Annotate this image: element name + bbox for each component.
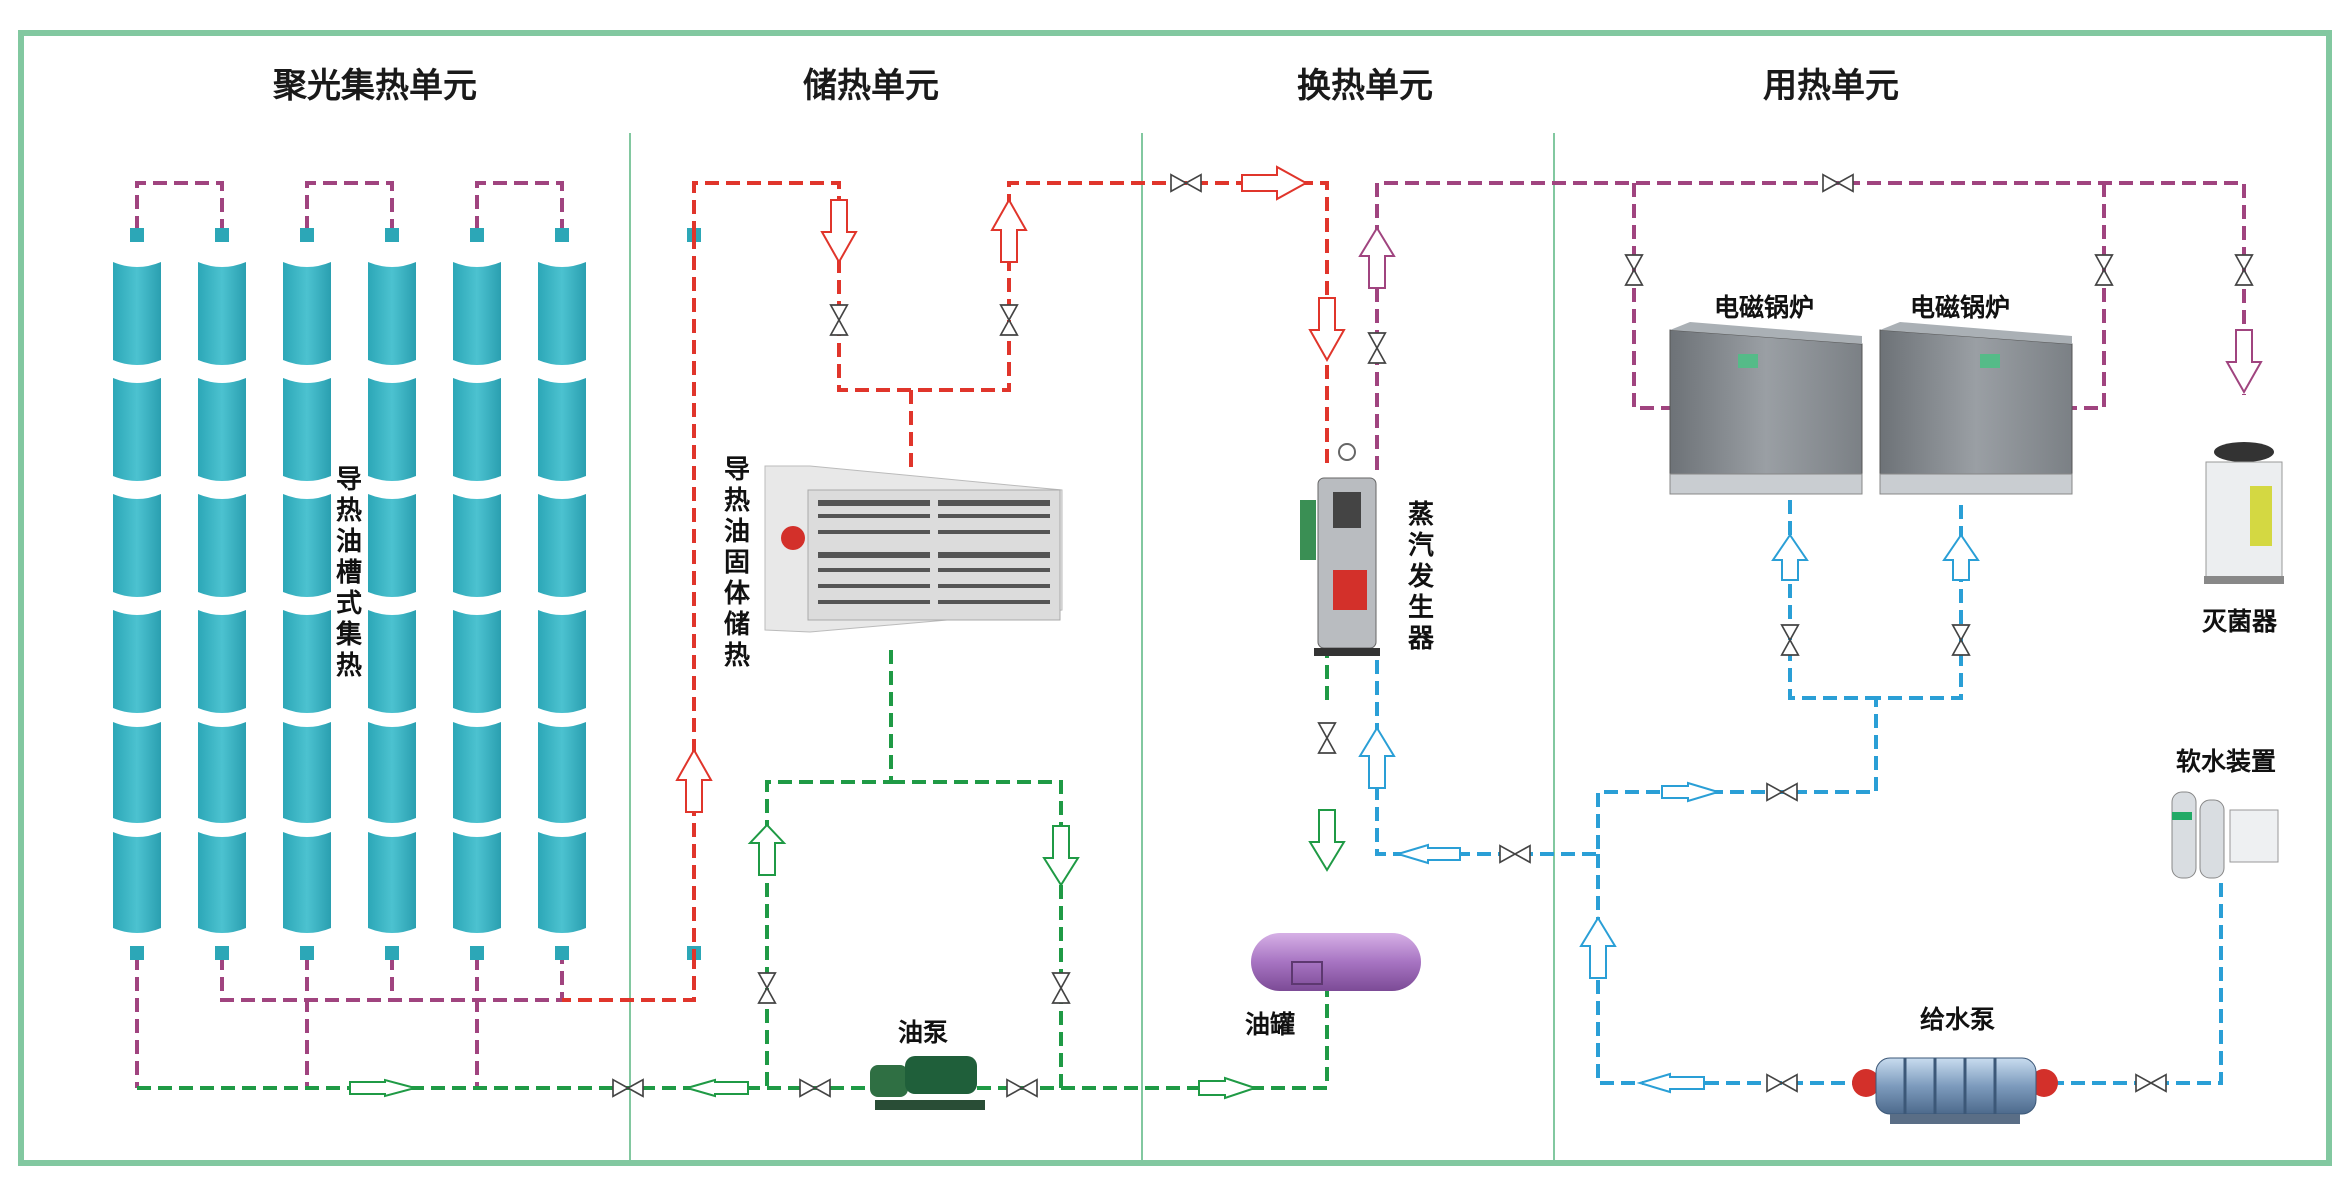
feed-pump-label: 给水泵	[1920, 1005, 1996, 1034]
section-title-exchange: 换热单元	[1297, 66, 1433, 106]
water-softener	[2171, 791, 2279, 879]
boiler-1-label: 电磁锅炉	[1714, 293, 1815, 322]
electromagnetic-boiler-2	[1879, 322, 2073, 495]
oil-pump	[870, 1056, 985, 1110]
sterilizer-label: 灭菌器	[2202, 607, 2278, 636]
hot-oil-pipes	[562, 181, 1329, 1002]
section-divider	[629, 133, 631, 1163]
solid-storage-unit	[764, 465, 1063, 633]
sterilizer	[2204, 442, 2284, 584]
section-divider	[1553, 133, 1555, 1163]
steam-generator-label: 蒸汽发生器	[1407, 500, 1434, 654]
steam-generator	[1300, 443, 1380, 656]
oil-tank	[1251, 933, 1421, 991]
storage-label: 导热油固体储热	[723, 455, 750, 671]
oil-pump-label: 油泵	[898, 1018, 949, 1047]
section-title-collector: 聚光集热单元	[273, 66, 477, 106]
section-title-storage: 储热单元	[803, 66, 939, 106]
boiler-2-label: 电磁锅炉	[1910, 293, 2011, 322]
collector-label: 导热油槽式集热	[335, 465, 362, 681]
diagram-frame	[18, 30, 2332, 1166]
solar-collector-array	[113, 262, 586, 933]
section-divider	[1141, 133, 1143, 1163]
section-title-usage: 用热单元	[1763, 66, 1899, 106]
oil-tank-label: 油罐	[1245, 1010, 1296, 1039]
electromagnetic-boiler-1	[1669, 322, 1863, 495]
collector-loop-pipes	[135, 181, 564, 1088]
feed-water-pump	[1852, 1057, 2058, 1124]
softener-label: 软水装置	[2176, 747, 2277, 776]
water-pipes	[1375, 500, 2223, 1085]
